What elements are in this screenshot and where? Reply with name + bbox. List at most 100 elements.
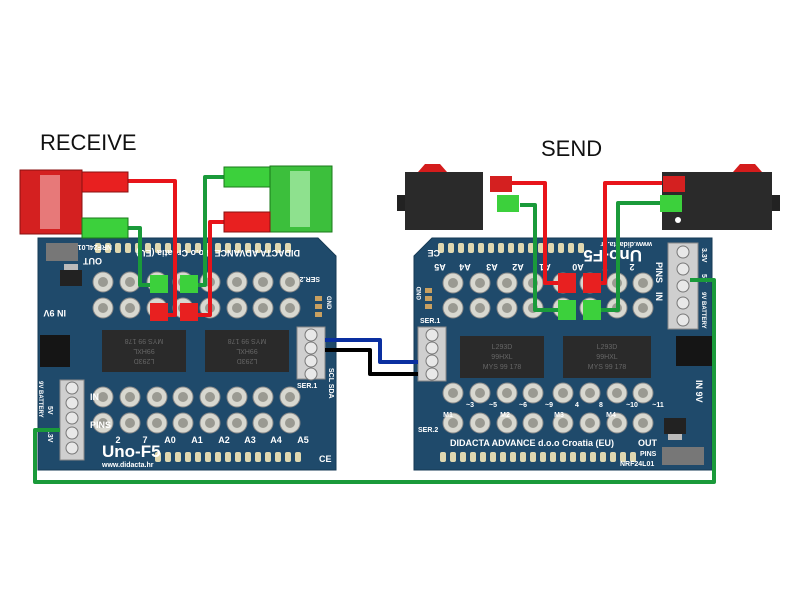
terminal-screw[interactable] bbox=[65, 426, 79, 440]
header-pin bbox=[285, 243, 291, 253]
terminal-screw[interactable] bbox=[304, 341, 318, 355]
pin-hole-center bbox=[258, 303, 268, 313]
switch-right[interactable] bbox=[660, 164, 780, 230]
header-pin bbox=[265, 452, 271, 462]
pin-hole-center bbox=[475, 418, 485, 428]
switch-toggle[interactable] bbox=[418, 164, 447, 172]
switch-left[interactable] bbox=[397, 164, 519, 230]
website-url: www.didacta.hr bbox=[101, 462, 154, 469]
wire-green-4 bbox=[592, 201, 668, 312]
switch-toggle[interactable] bbox=[733, 164, 762, 172]
model-name: Uno-F5 bbox=[102, 442, 161, 461]
red-connector[interactable] bbox=[223, 211, 271, 233]
pin-label: A0 bbox=[572, 262, 584, 272]
header-pin bbox=[548, 243, 554, 253]
red-plug[interactable] bbox=[150, 303, 168, 321]
header-pin bbox=[225, 452, 231, 462]
header-pin bbox=[448, 243, 454, 253]
green-connector[interactable] bbox=[660, 195, 682, 212]
pin-hole-center bbox=[475, 303, 485, 313]
terminal-label-3v3: 3.3V bbox=[46, 428, 53, 443]
green-connector[interactable] bbox=[497, 195, 519, 212]
nrf-label: NRF24L01 bbox=[78, 243, 112, 250]
terminal-screw[interactable] bbox=[676, 262, 690, 276]
maker-label: DIDACTA ADVANCE d.o.o Croatia (EU) bbox=[450, 438, 614, 448]
header-pin bbox=[620, 452, 626, 462]
terminal-screw[interactable] bbox=[676, 296, 690, 310]
green-plug[interactable] bbox=[583, 300, 601, 320]
terminal-screw[interactable] bbox=[304, 367, 318, 381]
header-pin bbox=[510, 452, 516, 462]
header-pin bbox=[538, 243, 544, 253]
nrf-label: NRF24L01 bbox=[620, 461, 654, 468]
terminal-screw[interactable] bbox=[304, 354, 318, 368]
header-pin bbox=[520, 452, 526, 462]
pin-hole-center bbox=[232, 418, 242, 428]
green-connector[interactable] bbox=[81, 217, 129, 239]
red-plug[interactable] bbox=[558, 273, 576, 293]
header-pin bbox=[245, 243, 251, 253]
voltage-regulator bbox=[664, 418, 686, 434]
power-jack[interactable] bbox=[40, 335, 70, 367]
pin-hole-center bbox=[448, 278, 458, 288]
terminal-screw[interactable] bbox=[425, 328, 439, 342]
header-pin bbox=[558, 243, 564, 253]
pin-label: A5 bbox=[434, 262, 446, 272]
pin-label: M2 bbox=[500, 412, 510, 419]
terminal-screw[interactable] bbox=[425, 367, 439, 381]
green-led-module[interactable] bbox=[223, 165, 333, 233]
terminal-label-3v3: 3.3V bbox=[700, 248, 707, 263]
red-connector[interactable] bbox=[81, 171, 129, 193]
motor-driver-chip-1 bbox=[102, 330, 186, 372]
header-pin bbox=[165, 452, 171, 462]
power-jack[interactable] bbox=[676, 336, 712, 366]
header-pin bbox=[275, 452, 281, 462]
header-pin bbox=[235, 243, 241, 253]
pin-hole-center bbox=[502, 278, 512, 288]
header-pin bbox=[490, 452, 496, 462]
pin-label: ~5 bbox=[489, 402, 497, 409]
send-title: SEND bbox=[541, 136, 602, 161]
terminal-screw[interactable] bbox=[65, 441, 79, 455]
pin-hole-center bbox=[258, 418, 268, 428]
red-plug[interactable] bbox=[583, 273, 601, 293]
ce-mark: CE bbox=[427, 248, 440, 258]
terminal-label-5v: 5V bbox=[46, 406, 53, 415]
pin-label: ~11 bbox=[652, 402, 664, 409]
green-plug[interactable] bbox=[558, 300, 576, 320]
header-pin bbox=[480, 452, 486, 462]
green-connector[interactable] bbox=[223, 166, 271, 188]
header-pin bbox=[95, 243, 101, 253]
pin-label: A0 bbox=[164, 435, 176, 445]
green-plug[interactable] bbox=[150, 275, 168, 293]
terminal-screw[interactable] bbox=[676, 279, 690, 293]
nrf-header bbox=[662, 447, 704, 465]
pin-hole-center bbox=[612, 418, 622, 428]
red-led-module[interactable] bbox=[19, 169, 129, 239]
header-pin bbox=[165, 243, 171, 253]
model-name: Uno-F5 bbox=[583, 246, 642, 265]
terminal-screw[interactable] bbox=[425, 341, 439, 355]
red-connector[interactable] bbox=[490, 176, 512, 192]
pin-hole-center bbox=[285, 392, 295, 402]
terminal-screw[interactable] bbox=[676, 313, 690, 327]
green-plug[interactable] bbox=[180, 275, 198, 293]
chip-label: L293D bbox=[597, 344, 618, 351]
header-pin bbox=[498, 243, 504, 253]
terminal-screw[interactable] bbox=[65, 411, 79, 425]
website-url: www.didacta.hr bbox=[600, 240, 653, 247]
red-plug[interactable] bbox=[180, 303, 198, 321]
pin-label: ~3 bbox=[466, 402, 474, 409]
header-pin bbox=[590, 452, 596, 462]
terminal-screw[interactable] bbox=[425, 354, 439, 368]
header-pin bbox=[568, 243, 574, 253]
terminal-screw[interactable] bbox=[65, 396, 79, 410]
terminal-screw[interactable] bbox=[65, 381, 79, 395]
pin-hole-center bbox=[98, 303, 108, 313]
wire-red-3 bbox=[510, 181, 563, 285]
terminal-screw[interactable] bbox=[676, 245, 690, 259]
red-connector[interactable] bbox=[663, 176, 685, 192]
pin-hole-center bbox=[125, 418, 135, 428]
terminal-screw[interactable] bbox=[304, 328, 318, 342]
